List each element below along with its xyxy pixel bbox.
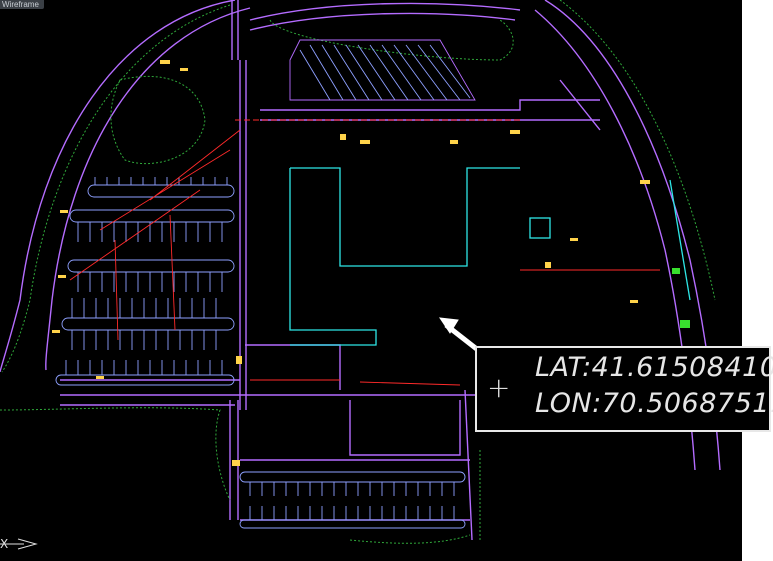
equipment-markers [672,268,690,328]
vegetation-lines [0,0,716,544]
annotation-labels [52,60,650,466]
site-plan-drawing [0,0,721,544]
bottom-parking-rows [239,471,466,529]
ucs-icon: X [0,537,38,551]
building-outline [289,167,691,346]
utility-lines [69,119,660,386]
drawing-canvas[interactable]: Wireframe X [0,0,742,561]
latitude-text: LAT:41.61508410 [535,352,773,383]
location-arrow [438,317,480,352]
visual-style-label[interactable]: Wireframe [0,0,44,9]
ucs-arrow-icon [0,538,38,550]
crosshair-icon: + [487,371,511,404]
top-parking-hatch [289,39,476,101]
coordinate-readout: + LAT:41.61508410 LON:70.50687511 [475,346,773,432]
left-parking-rows [55,177,235,386]
longitude-text: LON:70.50687511 [535,388,773,419]
